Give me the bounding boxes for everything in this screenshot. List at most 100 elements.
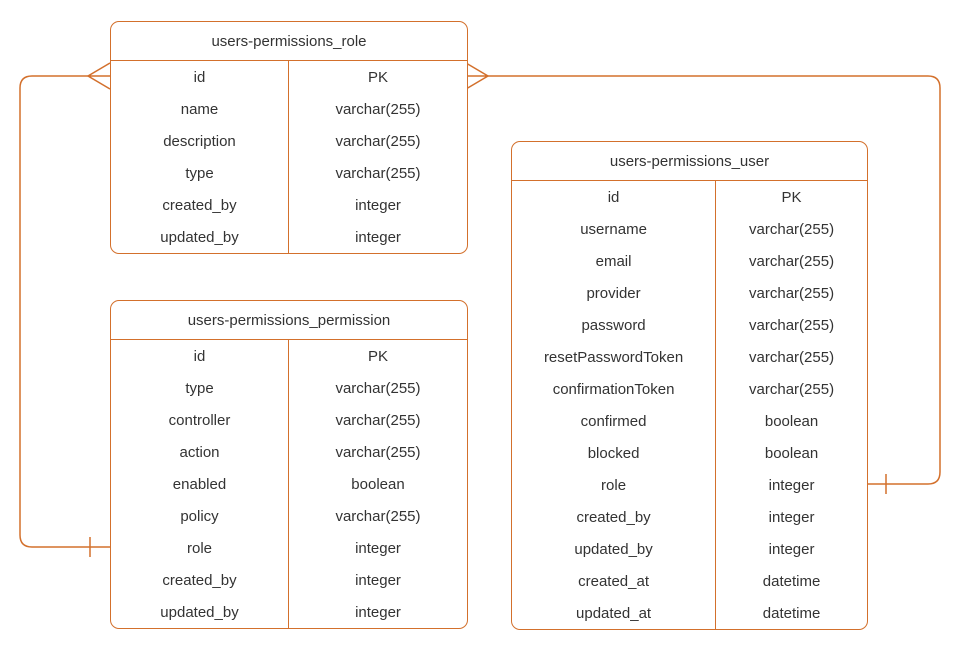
connector-line[interactable] [19,75,110,548]
field-type: integer [355,539,401,557]
table-title[interactable]: users-permissions_role [111,22,467,61]
field-name: policy [111,500,289,532]
field-type: varchar(255) [749,380,835,398]
field-name: name [111,93,289,125]
field-row[interactable]: id PK [111,61,467,93]
field-name: role [111,532,289,564]
field-type: integer [768,476,815,494]
field-row[interactable]: updated_by integer [512,533,867,565]
field-name: username [512,213,717,245]
field-row[interactable]: confirmed boolean [512,405,867,437]
field-type: datetime [762,604,821,622]
field-row[interactable]: password varchar(255) [512,309,867,341]
field-row[interactable]: id PK [512,181,867,213]
relationship-role-permission[interactable] [19,62,111,557]
field-row[interactable]: updated_at datetime [512,597,867,629]
field-row[interactable]: blocked boolean [512,437,867,469]
field-type: integer [355,571,401,589]
field-row[interactable]: provider varchar(255) [512,277,867,309]
table-fields: id PK type varchar(255) controller varchar(25… [111,340,467,628]
crows-foot-many-icon [86,62,111,90]
field-type: PK [781,188,802,206]
field-name: confirmationToken [512,373,717,405]
field-name: resetPasswordToken [512,341,717,373]
field-type: varchar(255) [335,507,421,525]
field-type: integer [768,540,815,558]
field-row[interactable]: role integer [111,532,467,564]
field-row[interactable]: type varchar(255) [111,372,467,404]
field-type: varchar(255) [335,411,421,429]
field-type: integer [768,508,815,526]
field-name: type [111,372,289,404]
field-row[interactable]: policy varchar(255) [111,500,467,532]
field-type: varchar(255) [335,379,421,397]
field-name: updated_by [512,533,717,565]
table-title-label: users-permissions_user [609,152,770,170]
field-type: boolean [764,444,819,462]
field-row[interactable]: created_by integer [111,564,467,596]
field-name: created_by [111,564,289,596]
field-name: updated_by [111,221,289,253]
field-row[interactable]: created_by integer [512,501,867,533]
field-name: id [111,340,289,372]
field-row[interactable]: controller varchar(255) [111,404,467,436]
field-name: type [111,157,289,189]
field-row[interactable]: updated_by integer [111,221,467,253]
field-type: PK [367,347,388,365]
field-row[interactable]: confirmationToken varchar(255) [512,373,867,405]
field-name: updated_at [512,597,717,629]
field-name: id [512,181,717,213]
field-type: varchar(255) [335,100,421,118]
field-type: varchar(255) [749,252,835,270]
field-type: varchar(255) [749,284,835,302]
field-type: integer [355,196,401,214]
field-type: boolean [764,412,819,430]
field-name: action [111,436,289,468]
field-type: datetime [762,572,821,590]
field-name: provider [512,277,717,309]
field-name: password [512,309,717,341]
field-row[interactable]: type varchar(255) [111,157,467,189]
field-name: created_at [512,565,717,597]
field-row[interactable]: name varchar(255) [111,93,467,125]
field-row[interactable]: enabled boolean [111,468,467,500]
table-title-label: users-permissions_role [211,32,367,50]
connector-line[interactable] [488,75,941,485]
crows-foot-many-icon [465,62,490,90]
field-row[interactable]: username varchar(255) [512,213,867,245]
field-type: integer [355,228,401,246]
field-name: created_by [512,501,717,533]
field-name: controller [111,404,289,436]
field-row[interactable]: created_by integer [111,189,467,221]
field-type: PK [367,68,388,86]
field-type: varchar(255) [749,316,835,334]
field-row[interactable]: id PK [111,340,467,372]
field-type: varchar(255) [335,164,421,182]
field-name: blocked [512,437,717,469]
relationship-role-user[interactable] [465,62,941,494]
table-title[interactable]: users-permissions_user [512,142,867,181]
field-name: confirmed [512,405,717,437]
field-row[interactable]: created_at datetime [512,565,867,597]
field-type: boolean [351,475,405,493]
field-name: created_by [111,189,289,221]
table-title-label: users-permissions_permission [187,311,391,329]
field-type: varchar(255) [749,220,835,238]
table-title[interactable]: users-permissions_permission [111,301,467,340]
field-name: id [111,61,289,93]
field-type: integer [355,603,401,621]
field-name: enabled [111,468,289,500]
